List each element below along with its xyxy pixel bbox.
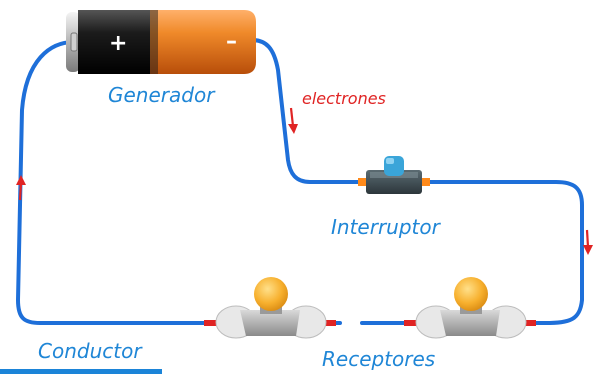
battery-terminal xyxy=(70,32,78,52)
bulb-receptor-2 xyxy=(404,277,536,339)
bulb-globe-1 xyxy=(254,277,288,311)
label-switch: Interruptor xyxy=(331,215,442,239)
bulb-receptor-1 xyxy=(204,277,336,339)
bulb-globe-2 xyxy=(454,277,488,311)
battery-positive-sign: + xyxy=(109,31,127,56)
label-electrons: electrones xyxy=(302,89,386,108)
battery-negative-sign: – xyxy=(226,29,237,54)
flow-arrow-up-left xyxy=(16,175,26,201)
conductor-underline xyxy=(0,369,162,374)
battery-orange-body xyxy=(150,10,256,74)
flow-arrow-down-right-1 xyxy=(288,107,298,134)
battery: + – xyxy=(66,10,256,74)
label-conductor: Conductor xyxy=(38,339,143,363)
label-generator: Generador xyxy=(108,83,216,107)
switch xyxy=(358,156,430,194)
flow-arrow-down-right-2 xyxy=(583,229,593,255)
battery-black-body xyxy=(78,10,150,74)
conductor-wire xyxy=(15,38,584,325)
label-receivers: Receptores xyxy=(322,347,435,371)
